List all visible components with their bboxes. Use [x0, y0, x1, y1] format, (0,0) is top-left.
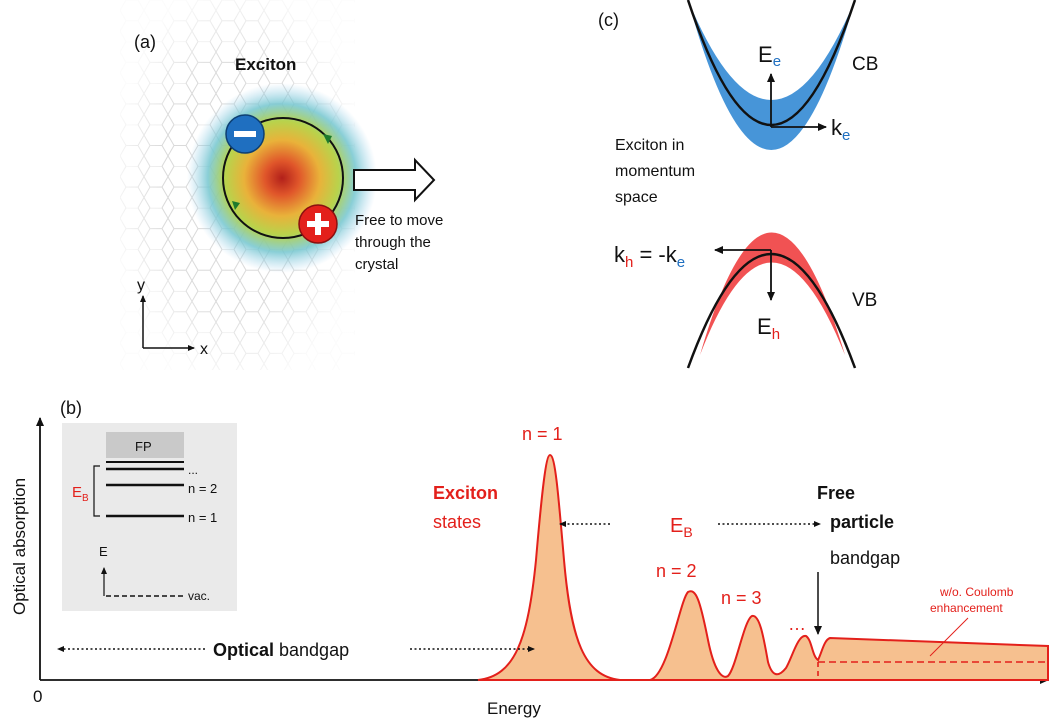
inset-n2-label: n = 2	[188, 481, 217, 496]
cb-label: CB	[852, 54, 878, 75]
caption-line2: momentum	[615, 163, 695, 180]
free-particle-line1: Free	[817, 483, 855, 503]
ellipsis-label: …	[788, 614, 806, 634]
panel-c: (c) Ee ke CB Exciton in momentum space k…	[598, 0, 878, 369]
inset-n1-label: n = 1	[188, 510, 217, 525]
vb-label: VB	[852, 290, 877, 311]
axis-y-label: y	[137, 277, 145, 294]
eh-label: Eh	[757, 314, 780, 343]
coulomb-line1: w/o. Coulomb	[939, 585, 1014, 599]
axis-x-label: x	[200, 341, 208, 358]
ee-label: Ee	[758, 42, 781, 70]
peak-n2-label: n = 2	[656, 561, 697, 581]
inset-energy-diagram: FP ... n = 2 n = 1 EB E vac.	[62, 423, 237, 611]
inset-eb-label: EB	[72, 484, 89, 504]
inset-e-label: E	[99, 544, 108, 559]
panel-c-label: (c)	[598, 10, 619, 30]
peak-n1-label: n = 1	[522, 424, 563, 444]
exciton-wavefunction	[187, 83, 377, 273]
exciton-title: Exciton	[235, 55, 296, 74]
panel-a-label: (a)	[134, 32, 156, 52]
panel-a: (a) Exciton Free to move through the cry…	[120, 0, 443, 370]
free-particle-line2: particle	[830, 512, 894, 532]
panel-b-label: (b)	[60, 398, 82, 418]
panel-b: (b) Optical absorption Energy 0 n = 1 n …	[10, 398, 1049, 718]
inset-vac-label: vac.	[188, 589, 210, 603]
free-particle-line3: bandgap	[830, 548, 900, 568]
vb-band-fill	[700, 232, 845, 355]
y-axis-label: Optical absorption	[10, 478, 29, 615]
motion-text-line1: Free to move	[355, 212, 443, 229]
coulomb-line2: enhancement	[930, 601, 1003, 615]
cb-band-fill	[688, 0, 855, 150]
motion-text-line2: through the	[355, 234, 431, 251]
orbit-arrow-icon	[323, 134, 332, 144]
x-axis-label: Energy	[487, 699, 541, 718]
caption-line3: space	[615, 189, 658, 206]
inset-dots: ...	[188, 463, 198, 477]
fp-continuum	[106, 432, 184, 458]
eb-label: EB	[670, 515, 693, 540]
ke-label: ke	[831, 115, 850, 144]
electron-minus-icon	[225, 114, 265, 154]
optical-bandgap-label: Optical bandgap	[213, 640, 349, 660]
exciton-states-line2: states	[433, 512, 481, 532]
exciton-states-line1: Exciton	[433, 483, 498, 503]
peak-n3-label: n = 3	[721, 588, 762, 608]
hole-plus-icon	[298, 204, 338, 244]
kh-label: kh = -ke	[614, 242, 685, 271]
inset-fp-label: FP	[135, 439, 152, 454]
orbit-ring	[222, 117, 344, 239]
absorption-spectrum	[477, 453, 1049, 681]
origin-label: 0	[33, 687, 42, 706]
motion-arrow-icon	[353, 157, 436, 203]
orbit-arrow-icon	[232, 201, 240, 210]
coulomb-pointer	[929, 617, 969, 657]
motion-text-line3: crystal	[355, 256, 398, 273]
caption-line1: Exciton in	[615, 137, 684, 154]
